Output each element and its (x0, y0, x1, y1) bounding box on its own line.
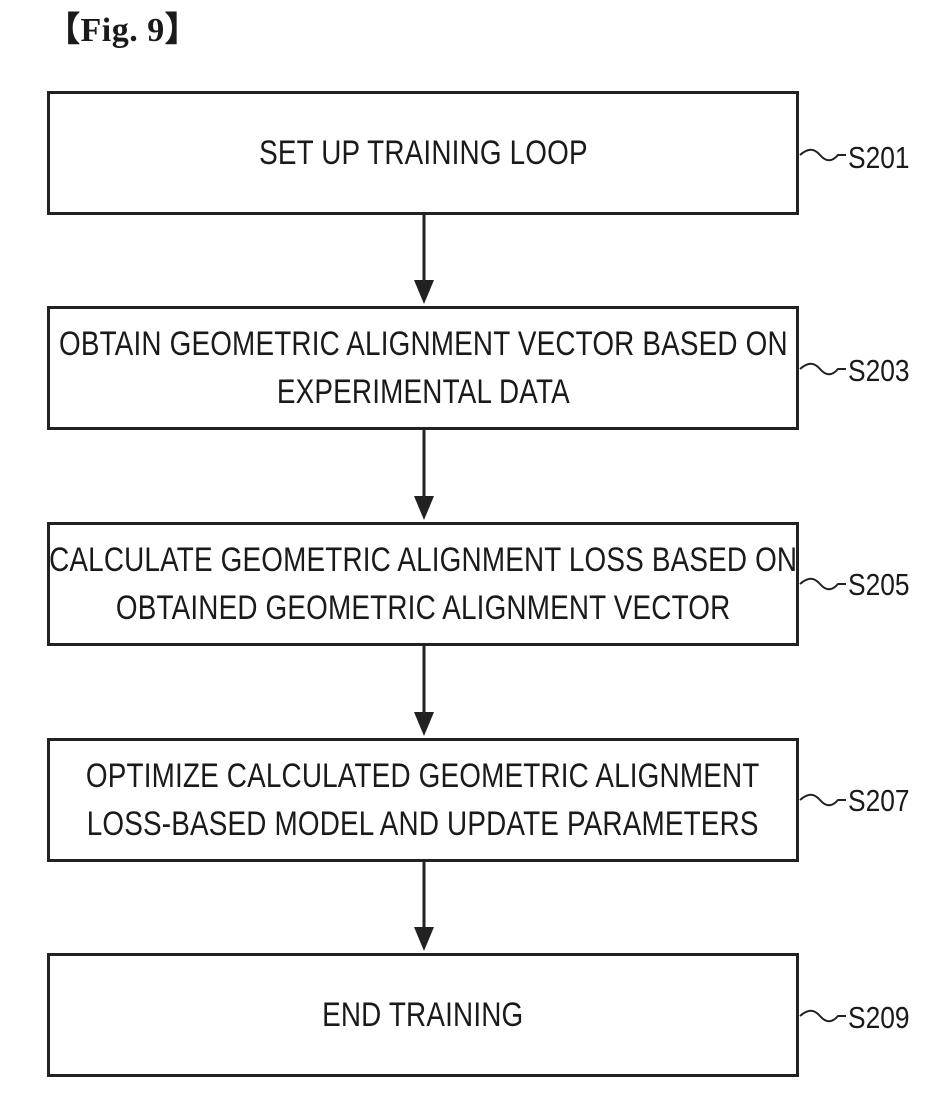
step-box-calculate-alignment-loss: CALCULATE GEOMETRIC ALIGNMENT LOSS BASED… (47, 522, 799, 646)
step-ref-label: S201 (848, 140, 910, 176)
step-text-line: OBTAINED GEOMETRIC ALIGNMENT VECTOR (49, 584, 797, 632)
step-ref-label: S203 (848, 353, 910, 389)
flow-arrow-4 (414, 862, 434, 951)
leader-line-s205 (800, 579, 846, 590)
step-text-line: SET UP TRAINING LOOP (259, 129, 588, 177)
step-text-line: END TRAINING (322, 991, 523, 1039)
leader-line-s203 (800, 364, 846, 375)
step-text-line: OBTAIN GEOMETRIC ALIGNMENT VECTOR BASED … (59, 320, 788, 368)
step-box-optimize-and-update: OPTIMIZE CALCULATED GEOMETRIC ALIGNMENT … (47, 738, 799, 862)
step-ref-label: S205 (848, 567, 910, 603)
step-box-obtain-alignment-vector: OBTAIN GEOMETRIC ALIGNMENT VECTOR BASED … (47, 306, 799, 430)
step-text-line: LOSS-BASED MODEL AND UPDATE PARAMETERS (86, 800, 760, 848)
figure-title: 【Fig. 9】 (46, 2, 199, 51)
step-text-line: CALCULATE GEOMETRIC ALIGNMENT LOSS BASED… (49, 536, 797, 584)
leader-line-s207 (800, 795, 846, 806)
leader-line-s201 (800, 150, 846, 161)
step-box-set-up-training-loop: SET UP TRAINING LOOP (47, 91, 799, 215)
step-ref-label: S207 (848, 783, 910, 819)
leader-line-s209 (800, 1011, 846, 1022)
step-box-end-training: END TRAINING (47, 953, 799, 1077)
step-text-line: EXPERIMENTAL DATA (59, 368, 788, 416)
step-ref-label: S209 (848, 1000, 910, 1036)
flow-arrow-1 (414, 215, 434, 304)
flow-arrow-2 (414, 430, 434, 520)
flow-arrow-3 (414, 646, 434, 736)
step-text-line: OPTIMIZE CALCULATED GEOMETRIC ALIGNMENT (86, 752, 760, 800)
